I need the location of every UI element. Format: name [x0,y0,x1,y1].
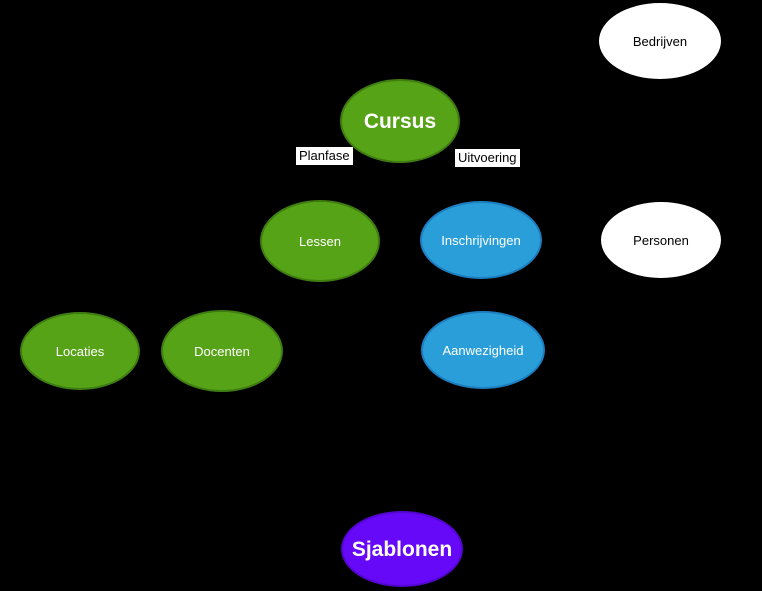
node-personen-label: Personen [633,232,689,248]
node-locaties-label: Locaties [55,343,105,359]
node-sjablonen[interactable]: Sjablonen [341,511,463,587]
node-locaties[interactable]: Locaties [20,312,140,390]
node-aanwezigheid[interactable]: Aanwezigheid [421,311,545,389]
edge-label-uitvoering: Uitvoering [455,149,520,168]
node-docenten-label: Docenten [194,343,250,359]
node-aanwezigheid-label: Aanwezigheid [442,342,524,358]
node-personen[interactable]: Personen [601,202,721,278]
node-docenten[interactable]: Docenten [161,310,283,392]
edge-label-planfase: Planfase [296,147,353,166]
node-bedrijven[interactable]: Bedrijven [599,3,721,79]
node-cursus[interactable]: Cursus [340,79,460,163]
node-bedrijven-label: Bedrijven [632,33,688,49]
node-lessen[interactable]: Lessen [260,200,380,282]
node-inschrijvingen[interactable]: Inschrijvingen [420,201,542,279]
node-sjablonen-label: Sjablonen [351,537,453,561]
node-inschrijvingen-label: Inschrijvingen [441,232,521,248]
node-lessen-label: Lessen [299,233,341,249]
node-cursus-label: Cursus [363,109,437,133]
